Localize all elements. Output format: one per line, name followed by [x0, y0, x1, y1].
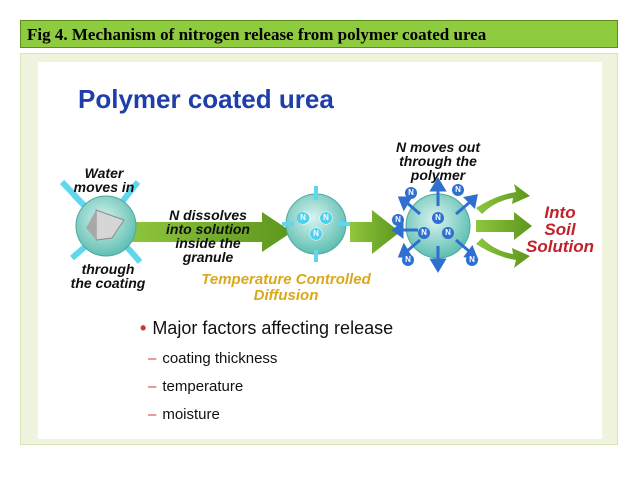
n-badge: N: [320, 212, 332, 224]
flow-arrow-2: [350, 210, 400, 254]
n-badge: N: [432, 212, 444, 224]
label-into-soil-solution: Into Soil Solution: [526, 203, 594, 256]
n-badge: N: [405, 187, 417, 199]
n-badge: N: [310, 228, 322, 240]
factor-item-text: coating thickness: [162, 350, 278, 367]
granule-water-in-icon: [59, 179, 143, 264]
flow-arrow-1: [128, 212, 292, 252]
n-badge: N: [392, 214, 404, 226]
label-n-moves-out: N moves out through the polymer: [395, 139, 480, 183]
label-n-dissolves: N dissolves into solution inside the gra…: [166, 207, 250, 265]
n-badge: N: [418, 227, 430, 239]
n-badge: N: [452, 184, 464, 196]
release-arrows-icon: [476, 184, 532, 268]
factors-heading: •Major factors affecting release: [140, 318, 394, 338]
factor-item: –moisture: [148, 406, 220, 423]
figure-caption: Fig 4. Mechanism of nitrogen release fro…: [27, 25, 487, 44]
factor-item: –coating thickness: [148, 350, 278, 367]
label-temperature-diffusion: Temperature Controlled Diffusion: [201, 271, 371, 304]
label-water-moves-in: Water moves in: [73, 165, 135, 195]
granule-dissolving-icon: [282, 186, 350, 262]
factor-item: –temperature: [148, 378, 244, 395]
factor-item-text: moisture: [162, 406, 220, 423]
factor-item-text: temperature: [162, 378, 244, 395]
factors-heading-text: Major factors affecting release: [152, 318, 394, 338]
n-badge: N: [297, 212, 309, 224]
slide-heading: Polymer coated urea: [78, 84, 334, 114]
n-badge: N: [466, 254, 478, 266]
label-through-coating: through the coating: [70, 261, 146, 291]
n-badge: N: [442, 227, 454, 239]
n-badge: N: [402, 254, 414, 266]
caption-bar: Fig 4. Mechanism of nitrogen release fro…: [20, 20, 618, 48]
